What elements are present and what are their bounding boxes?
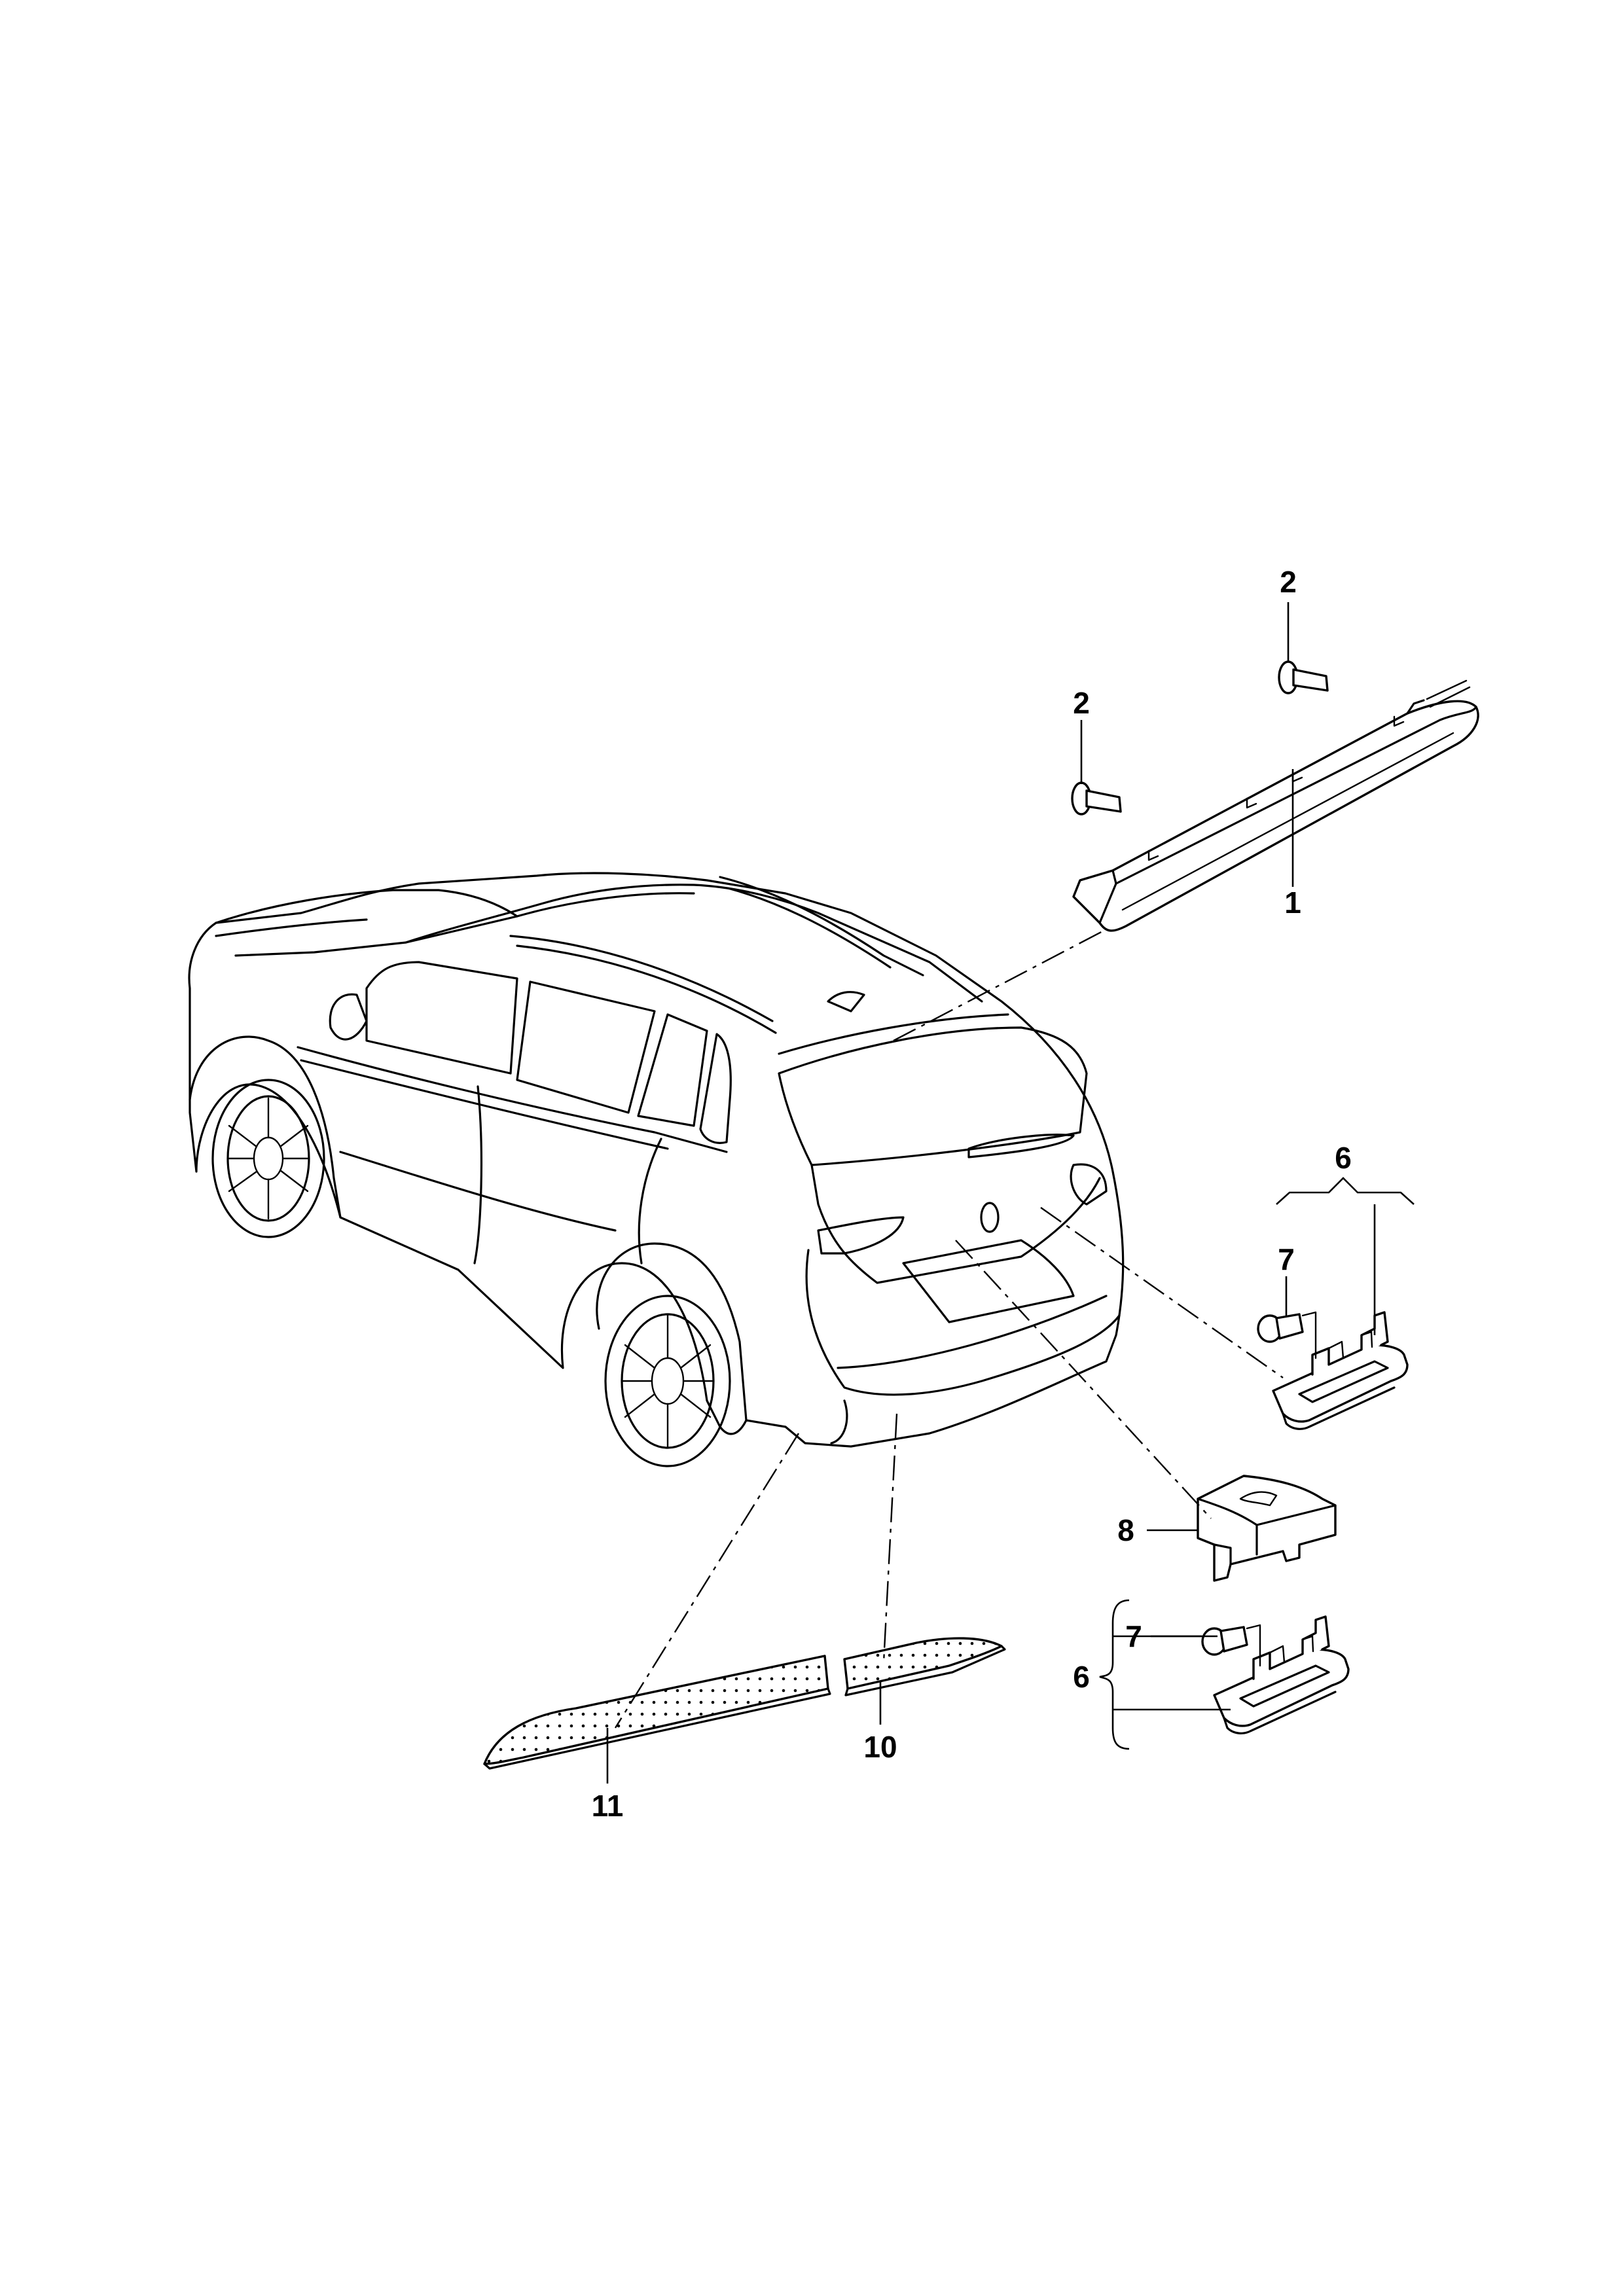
vehicle-illustration [188,872,1125,1467]
callout-2-left: 2 [1073,686,1090,720]
assembly-lines [614,928,1284,1729]
callout-6-lower: 6 [1073,1660,1090,1694]
part-2-screw-right [1278,660,1329,694]
part-7-bulb-lower [1201,1624,1261,1667]
callout-7-lower: 7 [1125,1619,1142,1653]
callout-10: 10 [863,1730,897,1764]
part-1-brake-light [1072,679,1479,932]
callout-1: 1 [1284,886,1301,920]
part-11-reflector-left [483,1655,831,1770]
callout-11: 11 [592,1789,624,1823]
callout-6-upper: 6 [1335,1141,1352,1175]
part-8-bracket [1197,1475,1337,1582]
part-10-reflector-right [843,1637,1006,1696]
callout-labels: 1 2 2 6 7 8 7 6 10 11 [592,565,1352,1823]
leader-lines [606,602,1415,1784]
callout-8: 8 [1117,1513,1134,1547]
callout-7-upper: 7 [1278,1242,1295,1276]
part-6-plate-light-lower [1213,1615,1350,1734]
part-6-plate-light-upper [1272,1311,1409,1430]
part-2-screw-left [1071,781,1122,816]
part-7-bulb-upper [1257,1311,1317,1359]
callout-2-right: 2 [1280,565,1297,599]
